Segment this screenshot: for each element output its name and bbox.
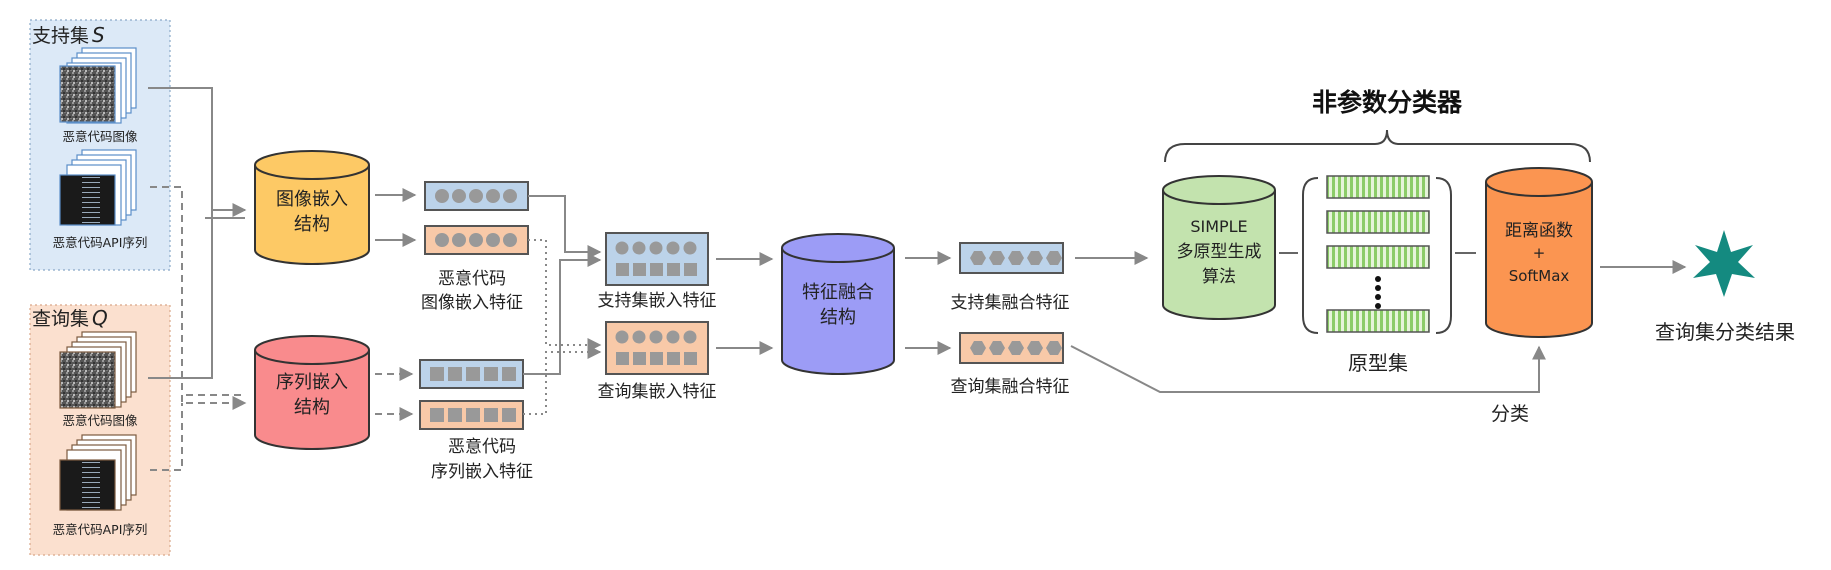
image-embed-line1: 图像嵌入 bbox=[276, 189, 348, 210]
image-feature-caption-line2: 图像嵌入特征 bbox=[421, 293, 523, 313]
ellipsis-dot bbox=[1375, 285, 1381, 291]
classifier-brace bbox=[1164, 129, 1591, 163]
prototype-bar bbox=[1326, 175, 1430, 199]
distance-line3: SoftMax bbox=[1509, 267, 1570, 285]
seq-embed-line2: 结构 bbox=[294, 397, 330, 418]
prototype-set bbox=[1302, 175, 1452, 334]
result-star-icon bbox=[1693, 230, 1755, 297]
simple-line2: 多原型生成 bbox=[1177, 242, 1262, 262]
distance-line2: + bbox=[1533, 244, 1546, 262]
query-to-distance-arrow bbox=[1070, 345, 1546, 393]
query-set-panel: 查询集 Q 恶意代码图像 恶意代码API序列 bbox=[29, 304, 171, 556]
prototype-right-bracket bbox=[1435, 177, 1452, 334]
distance-cylinder: 距离函数 + SoftMax bbox=[1485, 167, 1593, 338]
simple-line3: 算法 bbox=[1202, 267, 1236, 287]
support-embed-caption: 支持集嵌入特征 bbox=[598, 291, 717, 311]
classifier-title: 非参数分类器 bbox=[1312, 88, 1463, 117]
simple-line1: SIMPLE bbox=[1190, 217, 1247, 236]
feature-merge-connectors bbox=[523, 195, 602, 415]
query-api-stack-icon bbox=[59, 434, 137, 511]
query-set-symbol: Q bbox=[92, 306, 108, 330]
ellipsis-dot bbox=[1375, 294, 1381, 300]
prototype-bar bbox=[1326, 309, 1430, 333]
ellipsis-dot bbox=[1375, 276, 1381, 282]
support-fused-caption: 支持集融合特征 bbox=[951, 293, 1070, 313]
support-embed-feature bbox=[605, 232, 709, 286]
query-fused-caption: 查询集融合特征 bbox=[951, 377, 1070, 397]
seq-feature-caption-line1: 恶意代码 bbox=[448, 437, 516, 457]
image-feature-query bbox=[424, 225, 529, 255]
image-feature-support bbox=[424, 181, 529, 211]
query-fused-feature bbox=[959, 332, 1064, 364]
fusion-line1: 特征融合 bbox=[802, 282, 874, 303]
query-image-caption: 恶意代码图像 bbox=[62, 413, 138, 428]
seq-embed-cylinder: 序列嵌入 结构 bbox=[254, 335, 370, 450]
fusion-cylinder: 特征融合 结构 bbox=[781, 233, 895, 375]
query-embed-caption: 查询集嵌入特征 bbox=[598, 382, 717, 402]
result-caption: 查询集分类结果 bbox=[1655, 320, 1795, 344]
image-feature-caption-line1: 恶意代码 bbox=[438, 269, 506, 289]
image-embed-cylinder: 图像嵌入 结构 bbox=[254, 150, 370, 265]
prototype-caption: 原型集 bbox=[1348, 351, 1408, 375]
prototype-bar bbox=[1326, 210, 1430, 234]
embed-to-fusion-connectors bbox=[716, 252, 774, 355]
support-set-symbol: S bbox=[92, 23, 105, 47]
seq-feature-caption-line2: 序列嵌入特征 bbox=[431, 462, 533, 482]
support-api-stack-icon bbox=[59, 149, 137, 226]
support-image-stack-icon bbox=[59, 47, 137, 124]
prototype-left-bracket bbox=[1302, 177, 1319, 334]
input-connectors bbox=[148, 87, 247, 471]
support-fused-feature bbox=[959, 242, 1064, 274]
fusion-out-connectors bbox=[905, 251, 952, 355]
image-embed-line2: 结构 bbox=[294, 214, 330, 235]
seq-feature-query bbox=[419, 400, 524, 430]
query-image-stack-icon bbox=[59, 331, 137, 409]
classify-caption: 分类 bbox=[1491, 403, 1529, 425]
prototype-bar bbox=[1326, 245, 1430, 269]
support-set-panel: 支持集 S 恶意代码图像 恶意代码API序列 bbox=[29, 19, 171, 271]
query-embed-feature bbox=[605, 321, 709, 375]
support-image-caption: 恶意代码图像 bbox=[62, 129, 138, 144]
query-set-title: 查询集 bbox=[32, 308, 89, 330]
seq-embed-line1: 序列嵌入 bbox=[276, 372, 348, 393]
ellipsis-dot bbox=[1375, 303, 1381, 309]
support-api-caption: 恶意代码API序列 bbox=[53, 235, 148, 250]
query-api-caption: 恶意代码API序列 bbox=[53, 522, 148, 537]
fusion-line2: 结构 bbox=[820, 307, 856, 328]
support-set-title: 支持集 bbox=[32, 25, 89, 47]
distance-line1: 距离函数 bbox=[1505, 221, 1573, 241]
simple-cylinder: SIMPLE 多原型生成 算法 bbox=[1162, 175, 1276, 320]
seq-feature-support bbox=[419, 359, 524, 389]
embed-to-feature-connectors bbox=[375, 188, 417, 421]
